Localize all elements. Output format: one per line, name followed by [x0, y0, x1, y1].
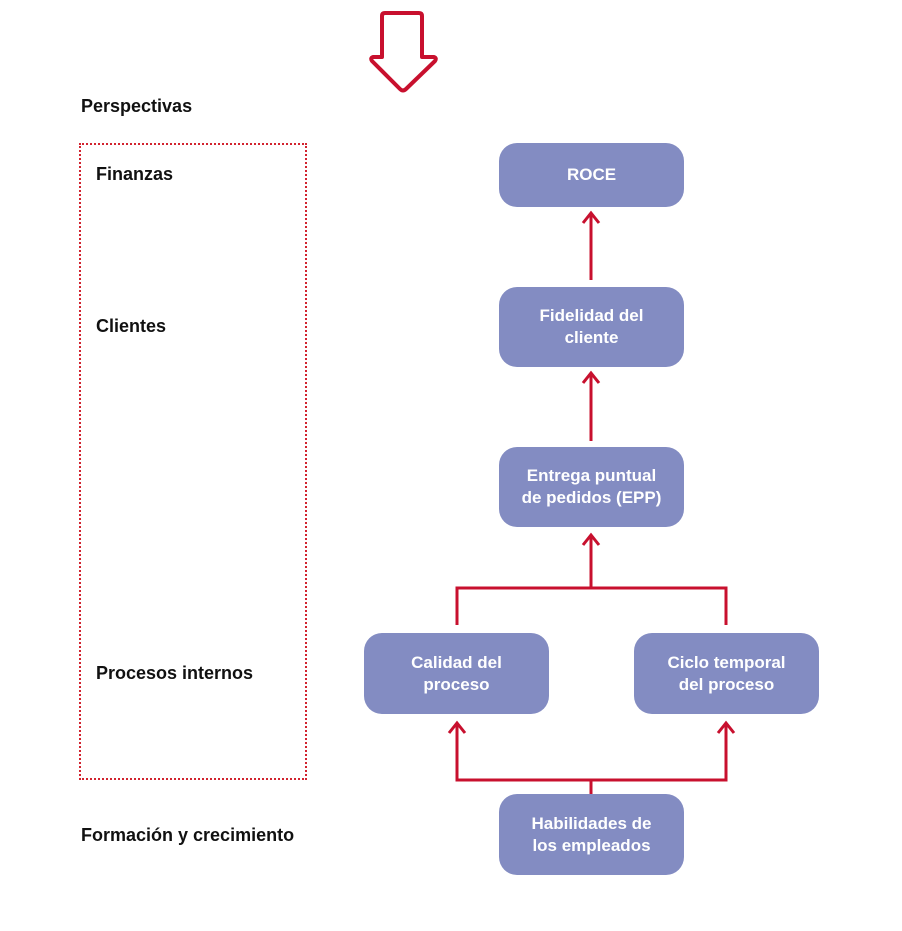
perspective-formacion-crecimiento: Formación y crecimiento [81, 825, 295, 845]
node-ciclo-temporal: Ciclo temporal del proceso [634, 633, 819, 714]
node-habilidades-label: Habilidades de los empleados [531, 813, 652, 855]
node-entrega-puntual: Entrega puntual de pedidos (EPP) [499, 447, 684, 527]
node-calidad-label: Calidad del proceso [411, 652, 502, 694]
arrow-procesos-epp [455, 586, 728, 625]
node-fidelidad-label: Fidelidad del cliente [539, 306, 644, 347]
node-fidelidad-cliente: Fidelidad del cliente [499, 287, 684, 367]
down-arrow-outline-icon [369, 11, 438, 93]
perspective-finanzas: Finanzas [96, 164, 174, 184]
node-epp-label: Entrega puntual de pedidos (EPP) [521, 466, 662, 507]
perspectives-dotted-box [79, 143, 307, 780]
node-calidad-proceso: Calidad del proceso [364, 633, 549, 714]
node-roce-label: ROCE [566, 165, 617, 184]
node-roce: ROCE [499, 143, 684, 207]
perspective-procesos-internos: Procesos internos [96, 663, 254, 683]
node-habilidades-empleados: Habilidades de los empleados [499, 794, 684, 875]
node-ciclo-label: Ciclo temporal del proceso [667, 652, 786, 694]
perspectives-title: Perspectivas [81, 96, 193, 116]
perspective-clientes: Clientes [96, 316, 167, 336]
